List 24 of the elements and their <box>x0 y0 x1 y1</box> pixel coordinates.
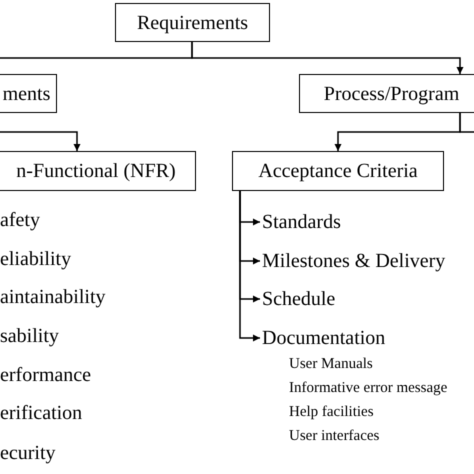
connector-arrow <box>0 131 80 151</box>
connector-arrow <box>191 42 464 74</box>
list-item-text: User Manuals <box>289 355 373 374</box>
criterion-text: Schedule <box>262 285 336 313</box>
criterion-text: Documentation <box>262 324 386 352</box>
list-item-text: ecurity <box>0 441 56 466</box>
category-box: n-Functional (NFR) <box>0 151 196 191</box>
criteria-box: Acceptance Criteria <box>232 151 444 191</box>
requirements-box: Requirements <box>115 3 270 42</box>
list-item-text: aintainability <box>0 285 106 310</box>
list-item-text: Help facilities <box>289 403 374 422</box>
list-item-text: User interfaces <box>289 427 380 446</box>
list-item-text: Informative error message <box>289 379 448 398</box>
connector-arrow <box>459 113 474 133</box>
list-item-text: eliability <box>0 247 72 272</box>
criterion-text: Standards <box>262 208 341 236</box>
criterion-text: Milestones & Delivery <box>262 247 446 275</box>
list-item-text: erformance <box>0 363 92 388</box>
connector-arrow <box>239 191 260 342</box>
list-item-text: erification <box>0 401 82 426</box>
category-box: Process/Program <box>299 74 474 113</box>
list-item-text: sability <box>0 324 59 349</box>
list-item-text: afety <box>0 208 40 233</box>
category-box: ments <box>0 74 57 113</box>
